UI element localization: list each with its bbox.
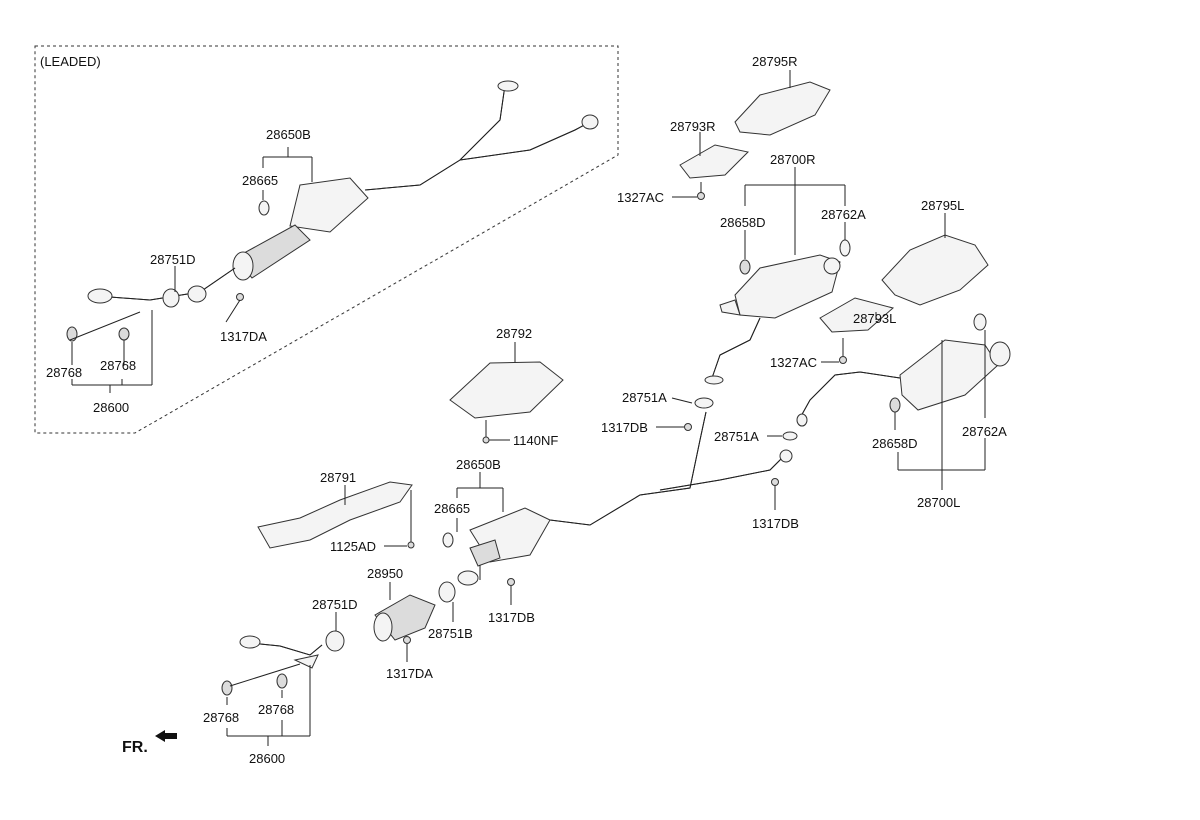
label-28700L: 28700L (917, 495, 960, 510)
heat-shield-28792 (449, 361, 564, 419)
label-1327AC-mid: 1327AC (770, 355, 817, 370)
muffler-28700R (704, 239, 851, 385)
label-1317DA-mid: 1317DA (386, 666, 433, 681)
label-28795R: 28795R (752, 54, 798, 69)
leaded-pipe-assembly (66, 80, 599, 342)
label-28768-top-b: 28768 (100, 358, 136, 373)
heat-shield-28795R (734, 81, 831, 136)
label-1140NF: 1140NF (513, 433, 558, 448)
label-28600-bot: 28600 (249, 751, 285, 766)
label-28791: 28791 (320, 470, 356, 485)
label-28793R: 28793R (670, 119, 716, 134)
label-28793L: 28793L (853, 311, 896, 326)
label-1327AC-top: 1327AC (617, 190, 664, 205)
label-28795L: 28795L (921, 198, 964, 213)
label-1317DA-top: 1317DA (220, 329, 267, 344)
label-28950: 28950 (367, 566, 403, 581)
label-28768-bot-a: 28768 (203, 710, 239, 725)
label-28650B-mid: 28650B (456, 457, 501, 472)
label-28751D-top: 28751D (150, 252, 196, 267)
heat-shield-28791 (257, 481, 413, 549)
label-28762A-top: 28762A (821, 207, 866, 222)
label-1317DB-b: 1317DB (752, 516, 799, 531)
front-direction-label: FR. (122, 739, 148, 756)
label-1317DB-a: 1317DB (601, 420, 648, 435)
label-28751B: 28751B (428, 626, 473, 641)
label-28768-top-a: 28768 (46, 365, 82, 380)
front-arrow-icon (155, 730, 177, 742)
label-1125AD: 1125AD (330, 539, 376, 554)
label-28650B-top: 28650B (266, 127, 311, 142)
label-28792: 28792 (496, 326, 532, 341)
label-28751A-a: 28751A (622, 390, 667, 405)
muffler-28700L (796, 313, 1011, 427)
label-28665-top: 28665 (242, 173, 278, 188)
heat-shield-28795L (881, 234, 989, 306)
heat-shield-28793R (679, 144, 750, 179)
center-pipe-assembly (442, 411, 793, 586)
label-28768-bot-b: 28768 (258, 702, 294, 717)
label-28751D-mid: 28751D (312, 597, 358, 612)
catalytic-converter-28950 (325, 581, 456, 652)
label-28700R: 28700R (770, 152, 816, 167)
label-1317DB-c: 1317DB (488, 610, 535, 625)
heat-shield-28793L (819, 297, 895, 333)
front-pipe-28600 (221, 635, 323, 696)
leaded-section-label: (LEADED) (40, 54, 101, 69)
label-28665-mid: 28665 (434, 501, 470, 516)
label-28751A-b: 28751A (714, 429, 759, 444)
label-28600-top: 28600 (93, 400, 129, 415)
label-28658D-mid: 28658D (872, 436, 918, 451)
label-28658D-top: 28658D (720, 215, 766, 230)
label-28762A-mid: 28762A (962, 424, 1007, 439)
